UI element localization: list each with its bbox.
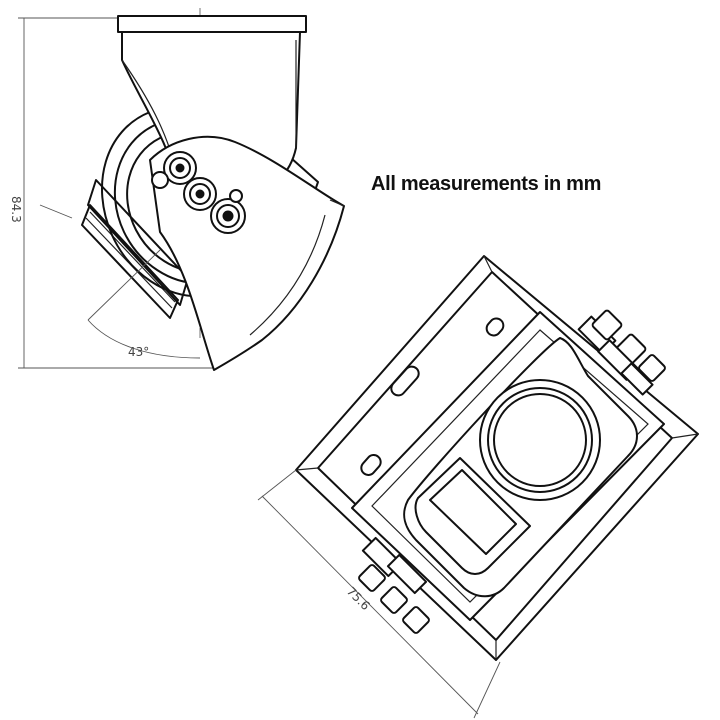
fastener-cluster-bottom [358, 536, 430, 634]
washer-1 [151, 171, 169, 189]
swivel-disk [100, 111, 201, 298]
bolt-3 [210, 198, 246, 234]
fastener-cluster-top [577, 309, 666, 396]
angle-leader [87, 249, 161, 321]
measurement-note: All measurements in mm [371, 173, 602, 195]
slot-3 [485, 317, 505, 337]
camera-front [414, 457, 531, 575]
width-extension-1 [257, 469, 297, 501]
angle-dimension-label: 43° [128, 345, 149, 359]
lens-glass [493, 393, 587, 487]
bolt-1 [163, 151, 197, 185]
washer-2 [229, 189, 243, 203]
slot-2 [360, 454, 382, 476]
bolt-2 [183, 177, 217, 211]
width-dimension-line [261, 495, 479, 715]
dim-leader [39, 204, 73, 219]
slot-1 [390, 365, 420, 397]
angle-arc [87, 319, 201, 359]
height-dimension-label: 84.3 [9, 196, 23, 223]
side-view: 84.3 [9, 8, 345, 371]
top-view: 75.6 [257, 255, 699, 719]
width-extension-2 [473, 661, 501, 719]
camera-window [429, 469, 517, 555]
